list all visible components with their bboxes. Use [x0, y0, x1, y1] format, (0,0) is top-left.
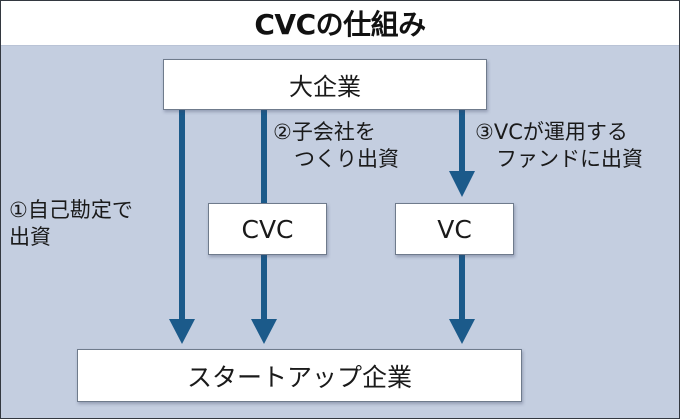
line-shaft [261, 108, 267, 203]
arrow-shaft [179, 108, 185, 320]
arrowhead-icon [251, 319, 277, 344]
node-label: VC [437, 214, 472, 244]
node-cvc: CVC [208, 203, 327, 255]
node-corporation: 大企業 [163, 59, 487, 110]
title-bar: CVCの仕組み [1, 1, 679, 46]
route-3-label: ③VCが運用する ファンドに出資 [475, 120, 643, 171]
node-vc: VC [395, 203, 514, 255]
arrowhead-icon [169, 319, 195, 344]
node-label: 大企業 [289, 73, 361, 101]
node-label: CVC [241, 214, 294, 244]
arrowhead-icon [449, 171, 475, 197]
diagram-title: CVCの仕組み [254, 8, 426, 41]
route-2-label: ②子会社を つくり出資 [273, 120, 399, 171]
node-label: スタートアップ企業 [186, 362, 412, 392]
route-1-label: ①自己勘定で 出資 [9, 198, 133, 249]
arrow-shaft [459, 108, 465, 172]
arrow-route-3 [449, 108, 475, 344]
arrow-route-1 [169, 108, 195, 344]
node-startup: スタートアップ企業 [77, 349, 522, 402]
arrow-shaft [459, 253, 465, 320]
arrow-route-2 [251, 108, 277, 344]
arrow-shaft [261, 253, 267, 320]
arrowhead-icon [449, 319, 475, 344]
